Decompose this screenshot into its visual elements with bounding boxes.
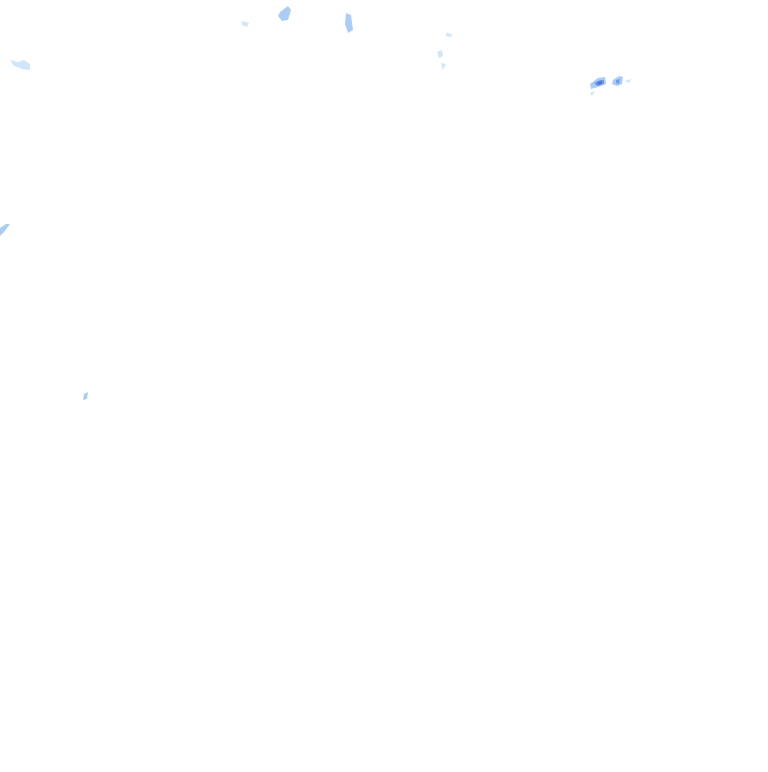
- precip-cell-north-1: [242, 21, 249, 27]
- precip-cell-northeast: [590, 76, 631, 96]
- precip-cell-southwest: [83, 392, 88, 400]
- precip-cell-northwest: [10, 60, 30, 70]
- precip-cell-north-3: [345, 13, 353, 33]
- precip-cell-north-2: [278, 6, 291, 21]
- precip-cell-north-4: [437, 33, 452, 70]
- precip-cell-west: [0, 224, 10, 236]
